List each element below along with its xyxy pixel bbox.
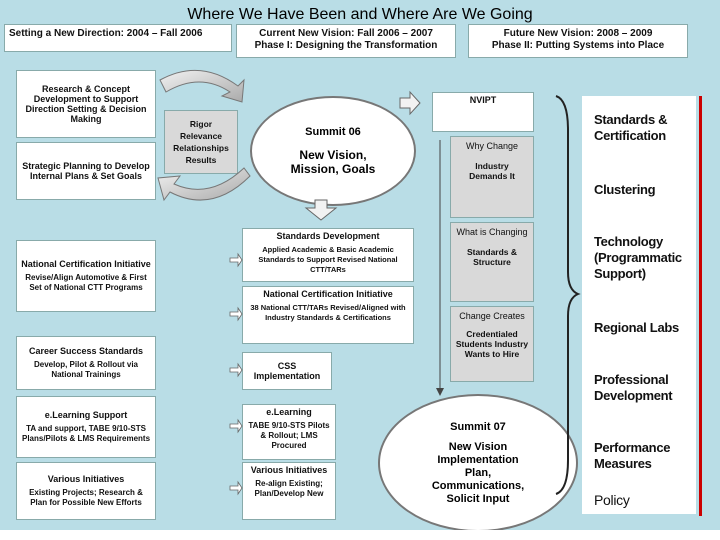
bottom-strip <box>0 530 720 540</box>
mid-box-css-implementation: CSS Implementation <box>242 352 332 390</box>
box-title: e.Learning Support <box>44 410 128 420</box>
mid-box-standards-dev: Standards Development Applied Academic &… <box>242 228 414 282</box>
phase-box-future-vision: Future New Vision: 2008 – 2009 Phase II:… <box>468 24 688 58</box>
phase-line-2: Phase II: Putting Systems into Place <box>491 40 665 51</box>
summit-07-title: Summit 07 <box>450 420 506 433</box>
left-box-career-success: Career Success Standards Develop, Pilot … <box>16 336 156 390</box>
box-title: e.Learning <box>266 407 312 417</box>
change-box-what: What is Changing Standards & Structure <box>450 222 534 302</box>
box-sub: Standards & Structure <box>466 247 518 267</box>
phase-line-1: Future New Vision: 2008 – 2009 <box>503 28 653 39</box>
box-sub: Industry Demands It <box>469 161 515 181</box>
mid-box-various: Various Initiatives Re-align Existing; P… <box>242 462 336 520</box>
left-box-national-cert: National Certification Initiative Revise… <box>16 240 156 312</box>
brace <box>555 95 581 495</box>
focus-item: Technology (Programmatic Support) <box>594 234 682 281</box>
box-title: CSS Implementation <box>253 361 321 381</box>
mid-box-elearning: e.Learning TABE 9/10-STS Pilots & Rollou… <box>242 404 336 460</box>
down-arrow-summit06 <box>304 199 338 221</box>
box-title: Change Creates <box>459 311 525 321</box>
box-title: National Certification Initiative <box>21 259 151 269</box>
left-box-elearning: e.Learning Support TA and support, TABE … <box>16 396 156 458</box>
curved-arrow-bottom <box>157 167 251 202</box>
chevron-arrow-3 <box>229 362 243 378</box>
box-sub: Existing Projects; Research & Plan for P… <box>29 488 143 507</box>
chevron-arrow-1 <box>229 252 243 268</box>
left-box-various: Various Initiatives Existing Projects; R… <box>16 462 156 520</box>
box-title: Standards Development <box>276 231 380 241</box>
box-title: National Certification Initiative <box>263 289 393 299</box>
box-title: Career Success Standards <box>28 346 144 356</box>
rigor-text: Rigor Relevance Relationships Results <box>173 119 229 165</box>
summit-07-oval: Summit 07 New Vision Implementation Plan… <box>378 394 578 532</box>
focus-item: Professional Development <box>594 372 673 403</box>
phase-line-2: Phase I: Designing the Transformation <box>254 40 438 51</box>
chevron-arrow-4 <box>229 418 243 434</box>
box-sub: Applied Academic & Basic Academic Standa… <box>258 245 398 274</box>
phase-line-1: Current New Vision: Fall 2006 – 2007 <box>259 28 433 39</box>
box-title: Various Initiatives <box>47 474 125 484</box>
focus-item: Standards & Certification <box>594 112 668 143</box>
box-title: What is Changing <box>456 227 528 237</box>
left-box-strategic-planning: Strategic Planning to Develop Internal P… <box>16 142 156 200</box>
red-edge-line <box>699 96 702 516</box>
phase-label: Setting a New Direction: 2004 – Fall 200… <box>9 28 203 39</box>
box-sub: Develop, Pilot & Rollout via National Tr… <box>33 360 138 379</box>
vertical-flow-arrowhead <box>436 388 444 396</box>
chevron-arrow-5 <box>229 480 243 496</box>
nvipt-label: NVIPT <box>469 95 497 105</box>
box-title: Various Initiatives <box>250 465 328 475</box>
summit-06-title: Summit 06 <box>305 126 361 138</box>
focus-item: Performance Measures <box>594 440 671 471</box>
future-focus-list: Standards & Certification Clustering Tec… <box>582 96 696 514</box>
change-box-creates: Change Creates Credentialed Students Ind… <box>450 306 534 382</box>
summit-06-oval: Summit 06 New Vision, Mission, Goals <box>250 96 416 206</box>
change-box-why: Why Change Industry Demands It <box>450 136 534 218</box>
box-sub: 38 National CTT/TARs Revised/Aligned wit… <box>250 303 406 322</box>
page-title: Where We Have Been and Where Are We Goin… <box>187 6 533 23</box>
focus-item: Policy <box>594 492 630 508</box>
focus-item: Clustering <box>594 182 656 197</box>
rigor-box: Rigor Relevance Relationships Results <box>164 110 238 174</box>
box-title: Why Change <box>465 141 519 151</box>
chevron-arrow-2 <box>229 306 243 322</box>
box-sub: TA and support, TABE 9/10-STS Plans/Pilo… <box>21 424 151 443</box>
box-sub: Re-align Existing; Plan/Develop New <box>254 479 324 498</box>
box-title: Strategic Planning to Develop Internal P… <box>22 161 150 181</box>
phase-box-setting-direction: Setting a New Direction: 2004 – Fall 200… <box>4 24 232 52</box>
nvipt-box: NVIPT <box>432 92 534 132</box>
curved-arrow-top <box>159 69 245 103</box>
right-arrow-nvipt <box>399 90 421 116</box>
mid-box-national-cert: National Certification Initiative 38 Nat… <box>242 286 414 344</box>
summit-06-body: New Vision, Mission, Goals <box>290 148 376 176</box>
box-sub: Credentialed Students Industry Wants to … <box>455 329 529 359</box>
box-sub: Revise/Align Automotive & First Set of N… <box>25 273 147 292</box>
left-box-research: Research & Concept Development to Suppor… <box>16 70 156 138</box>
box-sub: TABE 9/10-STS Pilots & Rollout; LMS Proc… <box>248 421 330 450</box>
box-title: Research & Concept Development to Suppor… <box>25 84 147 124</box>
summit-07-body: New Vision Implementation Plan, Communic… <box>431 440 525 505</box>
phase-box-current-vision: Current New Vision: Fall 2006 – 2007 Pha… <box>236 24 456 58</box>
focus-item: Regional Labs <box>594 320 679 335</box>
